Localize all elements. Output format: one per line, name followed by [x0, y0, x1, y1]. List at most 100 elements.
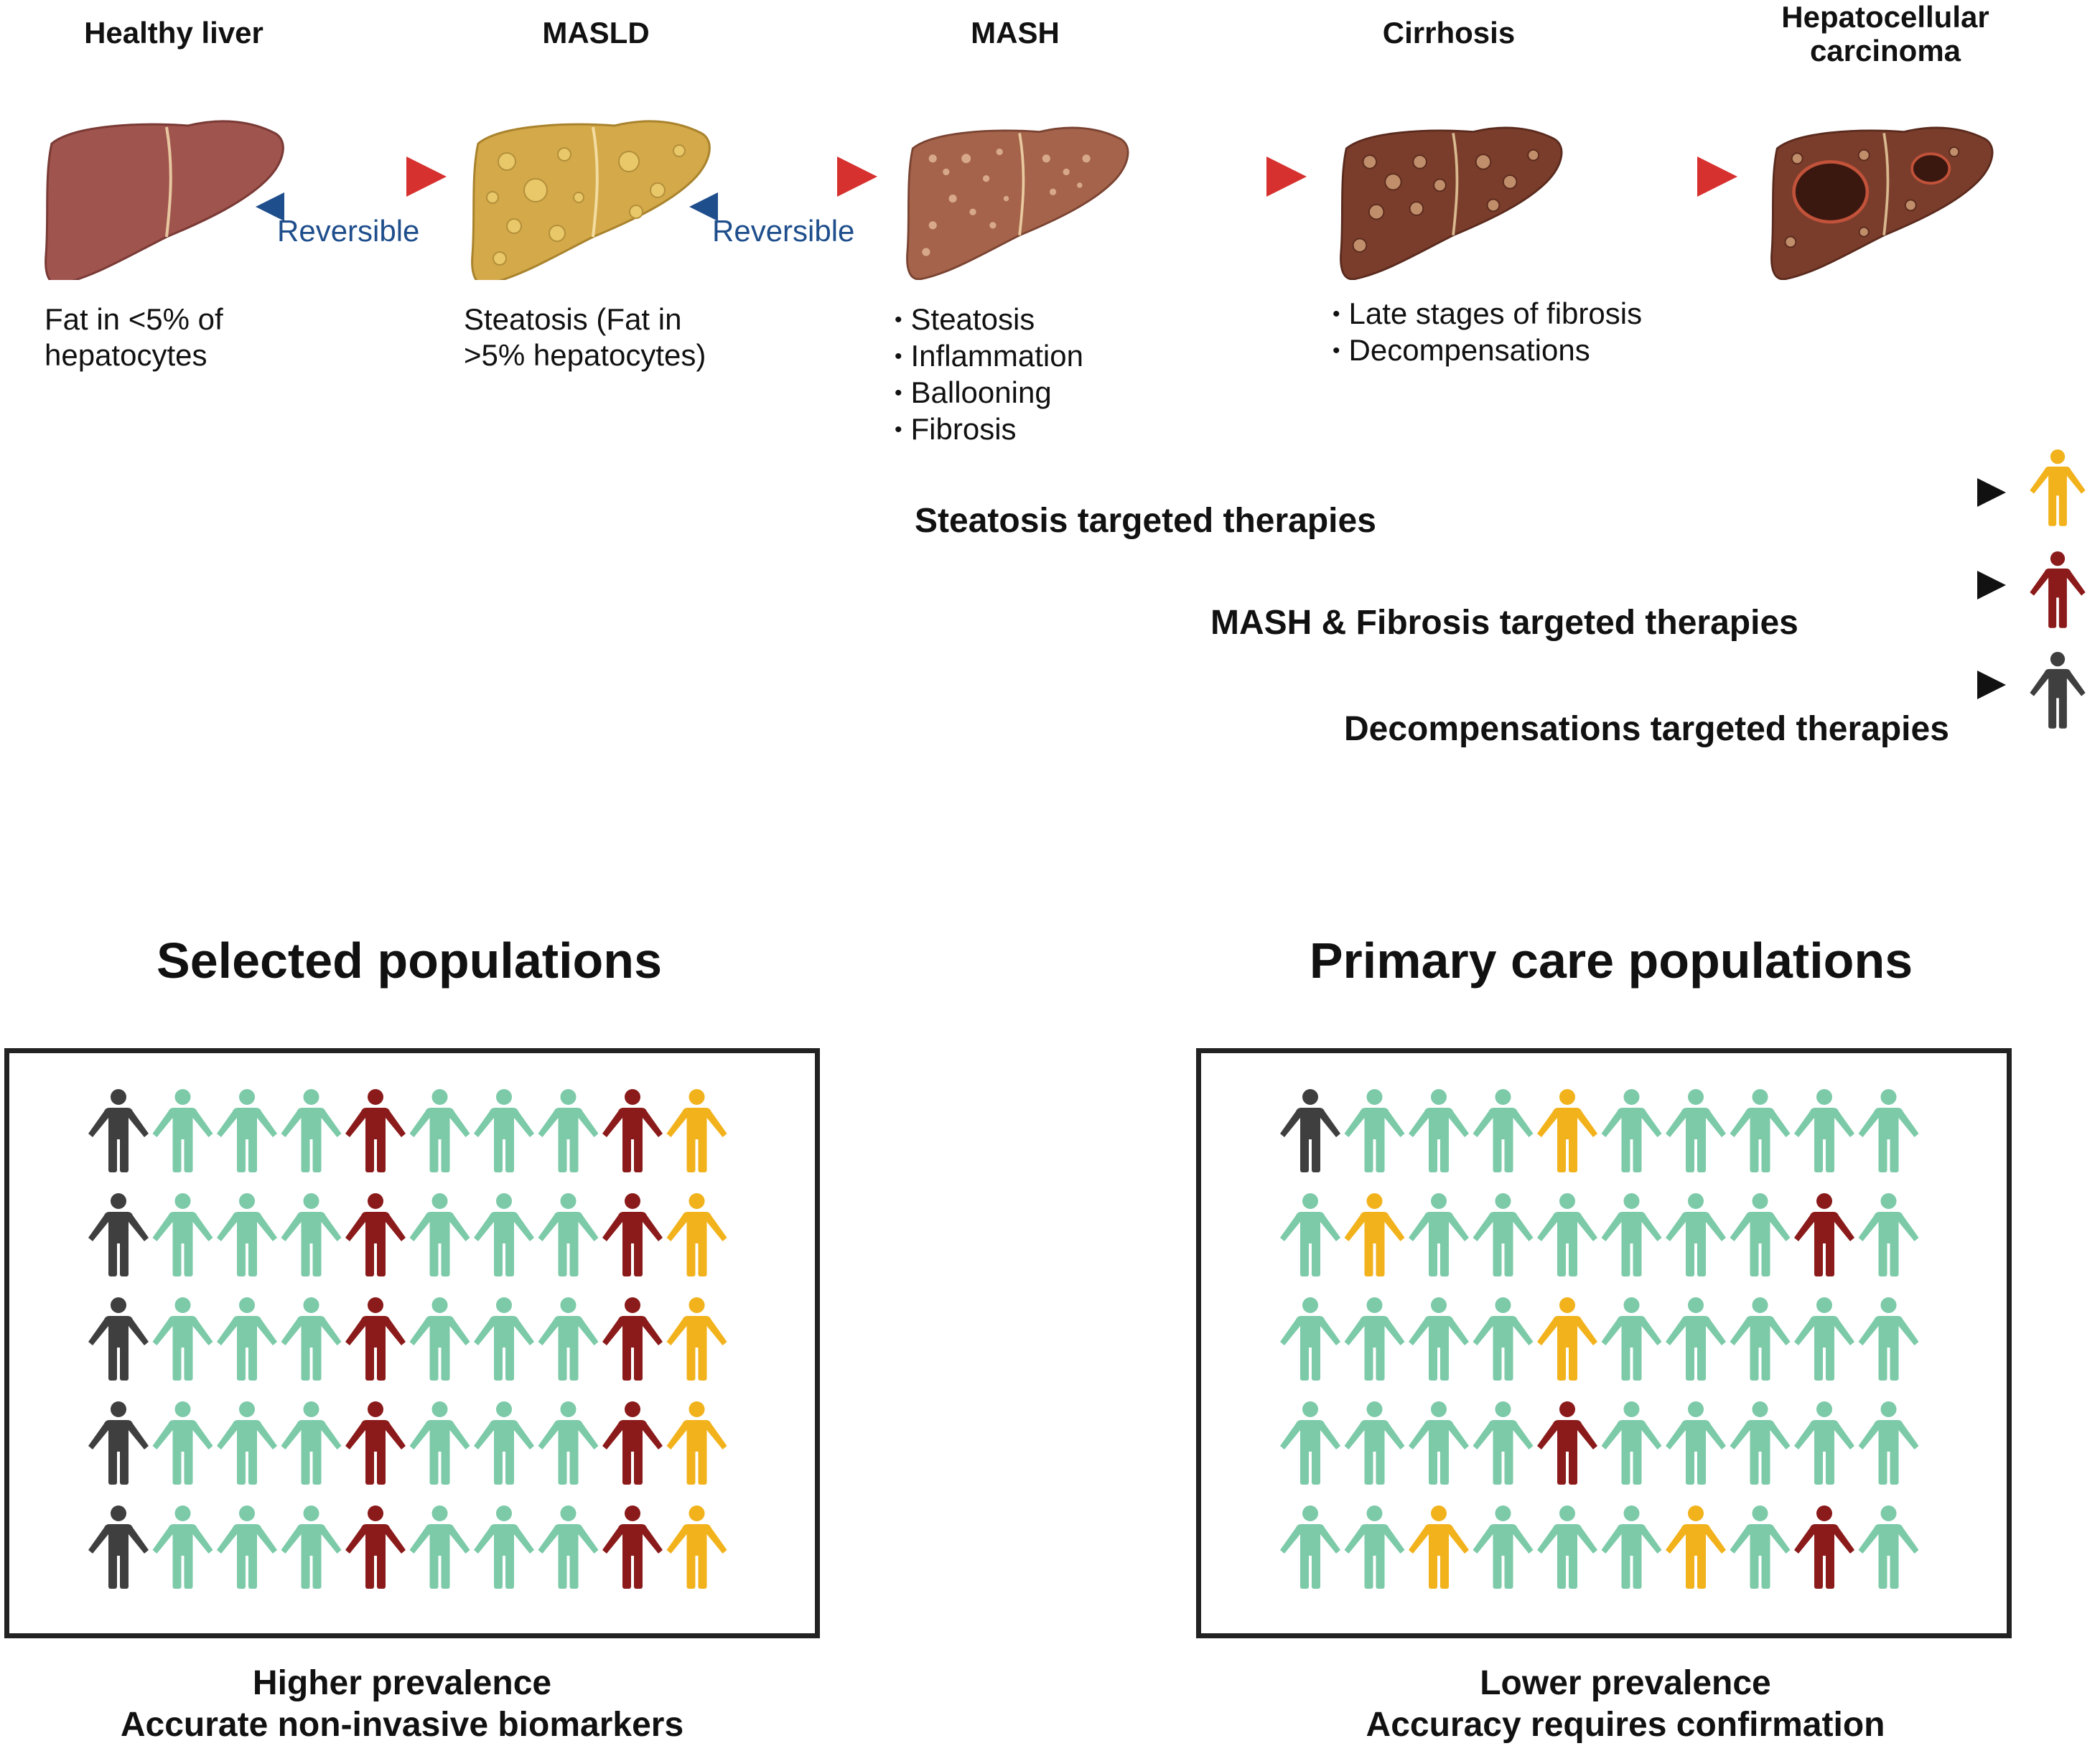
therapy-arrows [352, 449, 2086, 729]
stage-title-mash: MASH [971, 16, 1060, 50]
person-healthy-icon [409, 1193, 470, 1276]
person-healthy-icon [409, 1505, 470, 1589]
person-decompensation-icon [88, 1401, 149, 1485]
person-healthy-icon [474, 1505, 534, 1589]
person-steatosis-icon [1344, 1193, 1405, 1276]
person-steatosis-icon [666, 1089, 727, 1172]
person-mash-icon [602, 1193, 663, 1276]
primary-care-populations-box [1196, 1048, 2012, 1638]
person-mash-icon [602, 1089, 663, 1172]
person-healthy-icon [538, 1505, 599, 1589]
person-healthy-icon [1537, 1505, 1597, 1589]
mash-liver-icon [906, 126, 1129, 280]
therapy-label-steatosis: Steatosis targeted therapies [915, 502, 1376, 540]
person-healthy-icon [538, 1297, 599, 1381]
person-healthy-icon [1280, 1193, 1340, 1276]
therapy-label-decompensation: Decompensations targeted therapies [1344, 710, 1949, 748]
person-decompensation-icon [88, 1297, 149, 1381]
mash-feature: Ballooning [895, 375, 1083, 411]
person-healthy-icon [1666, 1297, 1726, 1381]
selected-caption-line1: Higher prevalence [252, 1664, 552, 1702]
cirrhotic-liver-icon [1340, 126, 1563, 280]
cirrhosis-feature: Decompensations [1333, 332, 1642, 369]
person-healthy-icon [1858, 1089, 1919, 1172]
person-healthy-icon [474, 1089, 534, 1172]
person-mash-icon [345, 1297, 406, 1381]
person-healthy-icon [474, 1401, 534, 1485]
person-healthy-icon [474, 1193, 534, 1276]
person-decompensation-icon [88, 1505, 149, 1589]
person-healthy-icon [1409, 1089, 1469, 1172]
person-healthy-icon [409, 1401, 470, 1485]
person-healthy-icon [1601, 1505, 1662, 1589]
person-healthy-icon [152, 1297, 213, 1381]
person-steatosis-icon [666, 1401, 727, 1485]
stage-title-healthy: Healthy liver [84, 16, 263, 50]
person-decompensation-icon [88, 1089, 149, 1172]
primary-care-populations-title: Primary care populations [1309, 933, 1913, 989]
person-healthy-icon [1601, 1193, 1662, 1276]
therapy-person-decompensation-icon [2030, 652, 2086, 729]
person-healthy-icon [1858, 1401, 1919, 1485]
person-healthy-icon [1730, 1193, 1791, 1276]
person-healthy-icon [1344, 1297, 1405, 1381]
primary-care-caption-line1: Lower prevalence [1480, 1664, 1771, 1702]
therapy-person-mash-icon [2030, 551, 2086, 628]
selected-population-grid [88, 1089, 727, 1589]
person-healthy-icon [281, 1297, 342, 1381]
fatty-liver-icon [471, 120, 711, 280]
therapy-person-steatosis-icon [2030, 449, 2086, 526]
person-mash-icon [602, 1505, 663, 1589]
reversible-label-2: Reversible [712, 214, 855, 248]
person-healthy-icon [152, 1505, 213, 1589]
person-healthy-icon [217, 1297, 277, 1381]
healthy-liver-icon [45, 120, 284, 280]
person-healthy-icon [1858, 1297, 1919, 1381]
person-healthy-icon [538, 1089, 599, 1172]
person-steatosis-icon [666, 1297, 727, 1381]
primary-care-caption-line2: Accuracy requires confirmation [1366, 1706, 1885, 1744]
person-healthy-icon [538, 1193, 599, 1276]
person-healthy-icon [1344, 1505, 1405, 1589]
stage-title-masld: MASLD [542, 16, 650, 50]
cirrhosis-features-list: Late stages of fibrosis Decompensations [1333, 296, 1643, 369]
person-steatosis-icon [1409, 1505, 1469, 1589]
person-healthy-icon [1858, 1193, 1919, 1276]
person-steatosis-icon [1537, 1297, 1597, 1381]
person-healthy-icon [1473, 1505, 1534, 1589]
person-healthy-icon [1730, 1297, 1791, 1381]
mash-feature: Inflammation [895, 338, 1083, 375]
person-healthy-icon [1794, 1401, 1854, 1485]
person-healthy-icon [1730, 1089, 1791, 1172]
stage-title-cirrhosis: Cirrhosis [1382, 16, 1516, 50]
person-healthy-icon [1666, 1401, 1726, 1485]
person-healthy-icon [217, 1089, 277, 1172]
person-healthy-icon [409, 1297, 470, 1381]
person-healthy-icon [1409, 1297, 1469, 1381]
person-healthy-icon [1280, 1505, 1340, 1589]
person-healthy-icon [1730, 1505, 1791, 1589]
person-mash-icon [1794, 1505, 1854, 1589]
person-mash-icon [1794, 1193, 1854, 1276]
person-healthy-icon [1409, 1401, 1469, 1485]
person-healthy-icon [1601, 1089, 1662, 1172]
person-healthy-icon [474, 1297, 534, 1381]
person-steatosis-icon [666, 1505, 727, 1589]
person-healthy-icon [281, 1401, 342, 1485]
primary-care-populations-caption: Lower prevalence Accuracy requires confi… [1195, 1663, 2056, 1746]
person-healthy-icon [1344, 1401, 1405, 1485]
person-steatosis-icon [1666, 1505, 1726, 1589]
person-healthy-icon [1601, 1401, 1662, 1485]
person-mash-icon [602, 1401, 663, 1485]
selected-caption-line2: Accurate non-invasive biomarkers [120, 1706, 684, 1744]
primary-care-population-grid [1280, 1089, 1919, 1589]
person-decompensation-icon [1280, 1089, 1340, 1172]
person-healthy-icon [1473, 1193, 1534, 1276]
person-healthy-icon [1601, 1297, 1662, 1381]
selected-populations-box [4, 1048, 820, 1638]
person-healthy-icon [1730, 1401, 1791, 1485]
person-healthy-icon [217, 1505, 277, 1589]
person-steatosis-icon [1537, 1089, 1597, 1172]
person-decompensation-icon [88, 1193, 149, 1276]
person-healthy-icon [1794, 1089, 1854, 1172]
